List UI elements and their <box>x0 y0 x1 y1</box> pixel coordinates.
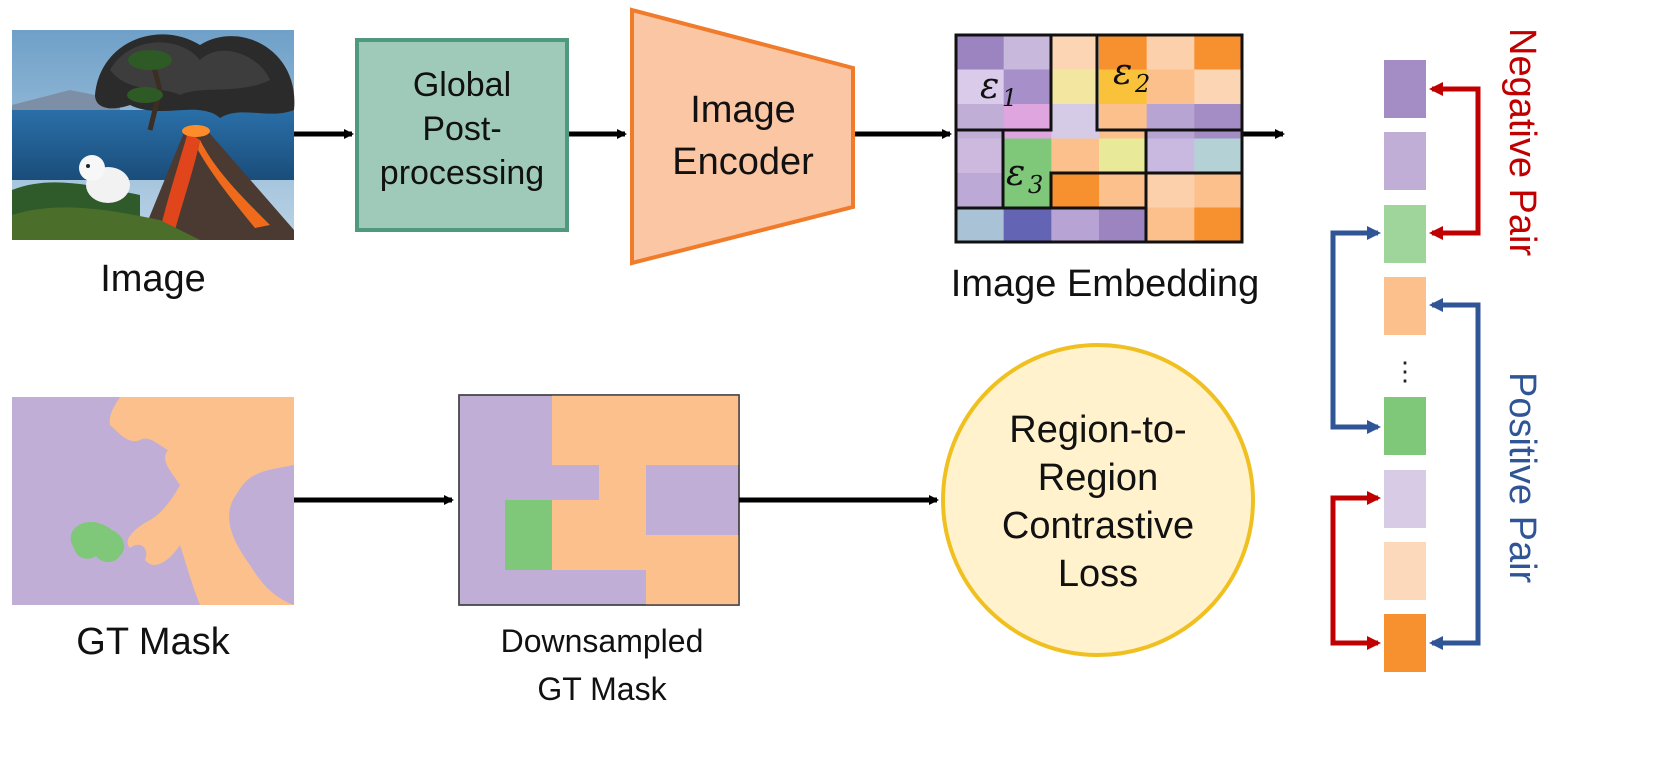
image-label: Image <box>100 258 206 300</box>
embedding-cell <box>1051 173 1100 208</box>
embedding-cell <box>956 138 1005 174</box>
embedding-cell <box>1099 138 1148 174</box>
embedding-cell <box>1051 35 1100 70</box>
embedding-cell <box>1099 69 1148 105</box>
embedding-cell <box>1099 173 1148 208</box>
downsampled-label-line-1: Downsampled <box>501 623 704 659</box>
epsilon-2-subscript: 2 <box>1134 70 1150 98</box>
token-orange-1 <box>1384 277 1426 335</box>
embedding-cell <box>1194 173 1243 208</box>
embedding-cell <box>1051 207 1100 243</box>
embedding-cell <box>956 104 1005 139</box>
embedding-cell <box>1051 138 1100 174</box>
encoder-line-2: Encoder <box>672 141 814 183</box>
embedding-cell <box>1194 35 1243 70</box>
downsampled-gt-mask <box>458 394 740 606</box>
epsilon-3-subscript: 3 <box>1028 171 1043 199</box>
loss-line-3: Contrastive <box>1002 505 1194 547</box>
embedding-cell <box>1194 69 1243 105</box>
negative-pair-connector-bottom <box>1330 495 1381 650</box>
embedding-cell <box>1003 69 1052 105</box>
contrastive-loss-circle <box>941 343 1255 657</box>
embedding-cell <box>1146 104 1195 139</box>
image-embedding-label: Image Embedding <box>951 263 1259 305</box>
token-ellipsis: ⋮ <box>1392 356 1418 386</box>
loss-line-4: Loss <box>1058 553 1138 595</box>
image-embedding-grid <box>956 35 1243 243</box>
embedding-cell <box>1003 207 1052 243</box>
embedding-cell <box>1194 104 1243 139</box>
encoder-line-1: Image <box>690 89 796 131</box>
embedding-cell <box>956 207 1005 243</box>
embedding-cell <box>1003 35 1052 70</box>
downsampled-label-line-2: GT Mask <box>537 671 667 707</box>
epsilon-3-symbol: ε <box>1006 153 1025 194</box>
positive-pair-connector-right <box>1429 302 1481 650</box>
token-orange-pale <box>1384 542 1426 600</box>
embedding-cell <box>956 173 1005 208</box>
embedding-cell <box>956 35 1005 70</box>
postproc-line-2: Post- <box>422 110 501 148</box>
epsilon-1-subscript: 1 <box>1002 84 1017 112</box>
epsilon-1-symbol: ε <box>980 66 999 107</box>
token-purple-dark <box>1384 60 1426 118</box>
positive-pair-label: Positive Pair <box>1501 372 1543 584</box>
embedding-cell <box>1194 138 1243 174</box>
embedding-cell <box>1003 104 1052 139</box>
token-green-1 <box>1384 205 1426 263</box>
postproc-line-1: Global <box>413 66 511 104</box>
epsilon-2-symbol: ε <box>1113 52 1132 93</box>
loss-line-2: Region <box>1038 457 1158 499</box>
postproc-line-3: processing <box>380 154 544 192</box>
gt-mask-label: GT Mask <box>76 621 230 663</box>
gt-mask-image <box>12 397 294 605</box>
token-green-2 <box>1384 397 1426 455</box>
loss-line-1: Region-to- <box>1009 409 1186 451</box>
embedding-cell <box>1146 138 1195 174</box>
negative-pair-connector-top <box>1429 86 1481 240</box>
token-purple-light <box>1384 132 1426 190</box>
token-orange-dark <box>1384 614 1426 672</box>
embedding-cell <box>1003 138 1052 174</box>
embedding-cell <box>956 69 1005 105</box>
embedding-cell <box>1051 104 1100 139</box>
positive-pair-connector-left <box>1330 230 1381 434</box>
token-purple-pale <box>1384 470 1426 528</box>
embedding-cell <box>1099 207 1148 243</box>
input-photo <box>12 30 295 240</box>
embedding-cell <box>1146 207 1195 243</box>
negative-pair-label: Negative Pair <box>1501 28 1543 256</box>
embedding-cell <box>1099 35 1148 70</box>
embedding-cell <box>1146 69 1195 105</box>
global-postprocessing-box <box>355 38 569 232</box>
embedding-cell <box>1146 35 1195 70</box>
embedding-cell <box>1194 207 1243 243</box>
image-encoder-block <box>630 7 855 266</box>
embedding-cell <box>1146 173 1195 208</box>
embedding-cell <box>1099 104 1148 139</box>
embedding-cell <box>1051 69 1100 105</box>
embedding-cell <box>1003 173 1052 208</box>
